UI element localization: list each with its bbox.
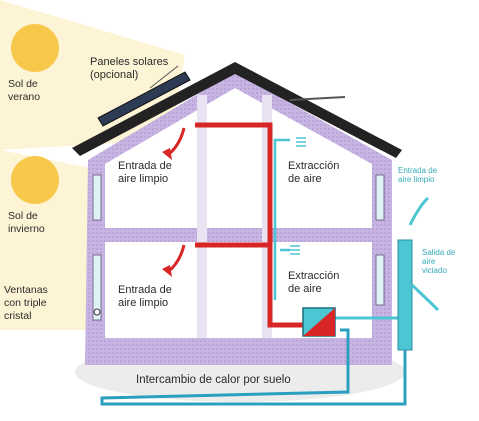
mid-floor <box>88 228 392 242</box>
solar-panel <box>97 71 191 127</box>
window-right-top <box>375 174 385 221</box>
vent-grille-top <box>296 137 306 147</box>
window-left-top <box>92 174 102 221</box>
ground-exchange-label: Intercambio de calor por suelo <box>136 374 291 386</box>
column-left <box>197 95 207 338</box>
winter-sun <box>11 156 59 204</box>
outdoor-tower <box>397 239 413 351</box>
window-left-bottom <box>92 254 102 321</box>
ground-heat-pipe <box>100 328 407 406</box>
summer-sun <box>11 24 59 72</box>
outdoor-intake-arrow <box>408 196 430 226</box>
exhaust-duct-top <box>273 138 290 300</box>
window-right-bottom <box>375 254 385 306</box>
exhaust-arrow <box>410 283 440 312</box>
heat-exchanger-red <box>303 308 335 336</box>
solar-pointer <box>149 65 179 89</box>
vent-grille-bottom <box>290 245 300 255</box>
fresh-air-duct <box>195 122 305 328</box>
solar-panels-label: Paneles solares(opcional) <box>90 56 169 81</box>
intake-arrowhead-bottom <box>162 265 172 277</box>
roof-vent <box>289 96 346 101</box>
window-pointer-dot <box>93 308 101 316</box>
intake-arrowhead-top <box>162 148 172 160</box>
column-right <box>262 95 272 338</box>
